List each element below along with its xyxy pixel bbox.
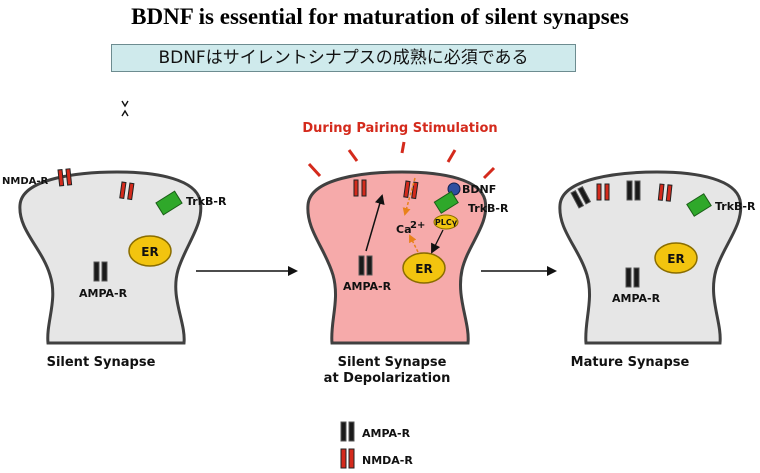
silent-trkb-receptor bbox=[155, 190, 183, 216]
plc-gamma bbox=[433, 214, 459, 230]
plc-to-er-arrow bbox=[431, 229, 444, 254]
subtitle-box: BDNFはサイレントシナプスの成熟に必須である bbox=[111, 44, 576, 72]
silent-caption: Silent Synapse bbox=[47, 355, 156, 370]
depolarization-caption-line1: Silent Synapse bbox=[338, 355, 447, 370]
active-spine bbox=[306, 170, 488, 345]
legend-ampa-swatch bbox=[340, 421, 355, 442]
silent-synapse-panel: ER AMPA-R NMDA-R TrkB-R Silent Synapse bbox=[2, 168, 227, 370]
active-er bbox=[402, 252, 446, 284]
mature-caption: Mature Synapse bbox=[571, 355, 690, 370]
plc-gamma-label: PLCγ bbox=[435, 218, 458, 227]
mature-trkb-label: TrkB-R bbox=[715, 200, 756, 213]
mature-er-label: ER bbox=[667, 252, 684, 266]
silent-er bbox=[128, 235, 172, 267]
ca-release-arrow bbox=[409, 234, 419, 253]
active-er-label: ER bbox=[415, 262, 432, 276]
figure-title: BDNF is essential for maturation of sile… bbox=[131, 4, 629, 29]
bdnf-label: BDNF bbox=[462, 183, 496, 196]
legend-nmda-label: NMDA-R bbox=[362, 454, 413, 467]
mature-ampa-label: AMPA-R bbox=[612, 292, 661, 305]
active-trkb-label: TrkB-R bbox=[468, 202, 509, 215]
depolarization-panel: During Pairing Stimulation PLCγ ER AMPA-… bbox=[302, 121, 509, 386]
ampa-insertion-arrow bbox=[365, 194, 385, 252]
silent-spine bbox=[18, 170, 203, 345]
mature-ampa-surface-1 bbox=[570, 185, 592, 209]
legend: AMPA-R NMDA-R bbox=[340, 421, 413, 469]
subtitle-text: BDNFはサイレントシナプスの成熟に必須である bbox=[158, 48, 529, 68]
silent-ampa-label: AMPA-R bbox=[79, 287, 128, 300]
stimulation-label: During Pairing Stimulation bbox=[302, 121, 497, 136]
mature-synapse-panel: ER AMPA-R TrkB-R Mature Synapse bbox=[558, 170, 756, 370]
mature-er bbox=[654, 242, 698, 274]
calcium-label: Ca bbox=[396, 223, 412, 236]
active-trkb-receptor bbox=[433, 190, 459, 214]
legend-nmda-swatch bbox=[340, 448, 355, 469]
active-ampa-label: AMPA-R bbox=[343, 280, 392, 293]
legend-ampa-label: AMPA-R bbox=[362, 427, 411, 440]
silent-er-label: ER bbox=[141, 245, 158, 259]
marker-glyph bbox=[121, 100, 129, 117]
silent-trkb-label: TrkB-R bbox=[186, 195, 227, 208]
mature-trkb-receptor bbox=[686, 193, 712, 217]
stimulation-rays bbox=[307, 141, 496, 180]
silent-nmda-label: NMDA-R bbox=[2, 176, 49, 187]
depolarization-caption-line2: at Depolarization bbox=[324, 371, 451, 386]
ca-influx-arrow bbox=[402, 177, 416, 216]
calcium-superscript: 2+ bbox=[410, 220, 425, 231]
